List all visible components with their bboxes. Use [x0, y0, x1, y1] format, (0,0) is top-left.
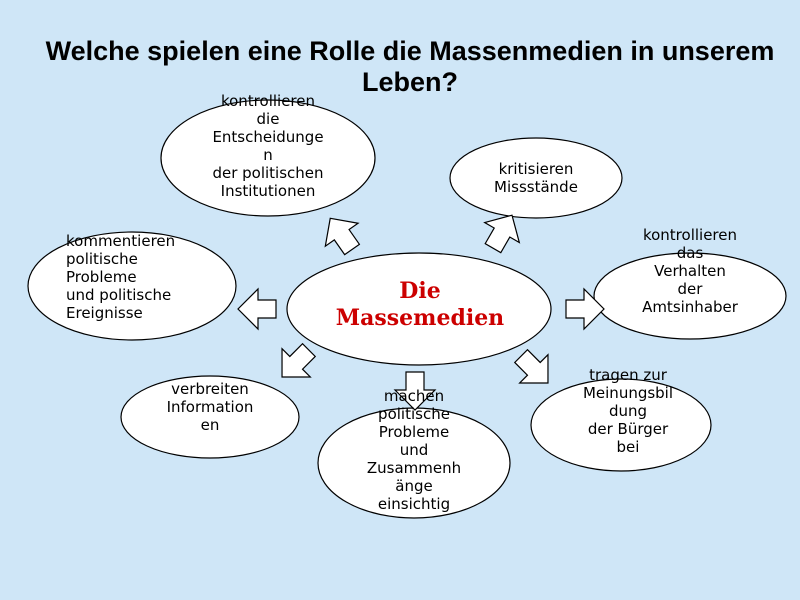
- center-label-line2: Massemedien: [335, 305, 505, 331]
- node-bottom-center-text: machen politische Probleme und Zusammenh…: [366, 387, 462, 513]
- center-label: Die Massemedien: [290, 278, 550, 332]
- node-left-text: kommentieren politische Probleme und pol…: [66, 232, 176, 322]
- arrow-left-icon: [237, 287, 277, 331]
- page-title: Welche spielen eine Rolle die Massenmedi…: [45, 36, 775, 97]
- arrow-down-left-icon: [281, 342, 317, 378]
- ellipse-top-left: [160, 99, 376, 217]
- ellipse-right: [593, 252, 787, 340]
- ellipse-left: [27, 231, 237, 341]
- ellipse-bottom-left: [120, 375, 300, 459]
- node-right-text: kontrollieren das Verhalten der Amtsinha…: [642, 226, 738, 316]
- node-top-right-text: kritisieren Missstände: [494, 160, 578, 196]
- node-top-left-text: kontrollieren die Entscheidunge n der po…: [212, 92, 324, 200]
- node-bottom-right-text: tragen zur Meinungsbil dung der Bürger b…: [582, 366, 674, 456]
- arrow-right-icon: [565, 287, 605, 331]
- node-bottom-left-text: verbreiten Information en: [166, 380, 254, 434]
- center-label-line1: Die: [399, 278, 441, 304]
- center-ellipse: [286, 252, 552, 366]
- arrow-up-right-icon: [483, 214, 521, 254]
- arrow-down-right-icon: [513, 348, 549, 384]
- arrow-up-left-icon: [324, 217, 361, 256]
- ellipse-bottom-right: [530, 378, 712, 472]
- ellipse-top-right: [449, 137, 623, 219]
- arrow-down-icon: [393, 371, 437, 411]
